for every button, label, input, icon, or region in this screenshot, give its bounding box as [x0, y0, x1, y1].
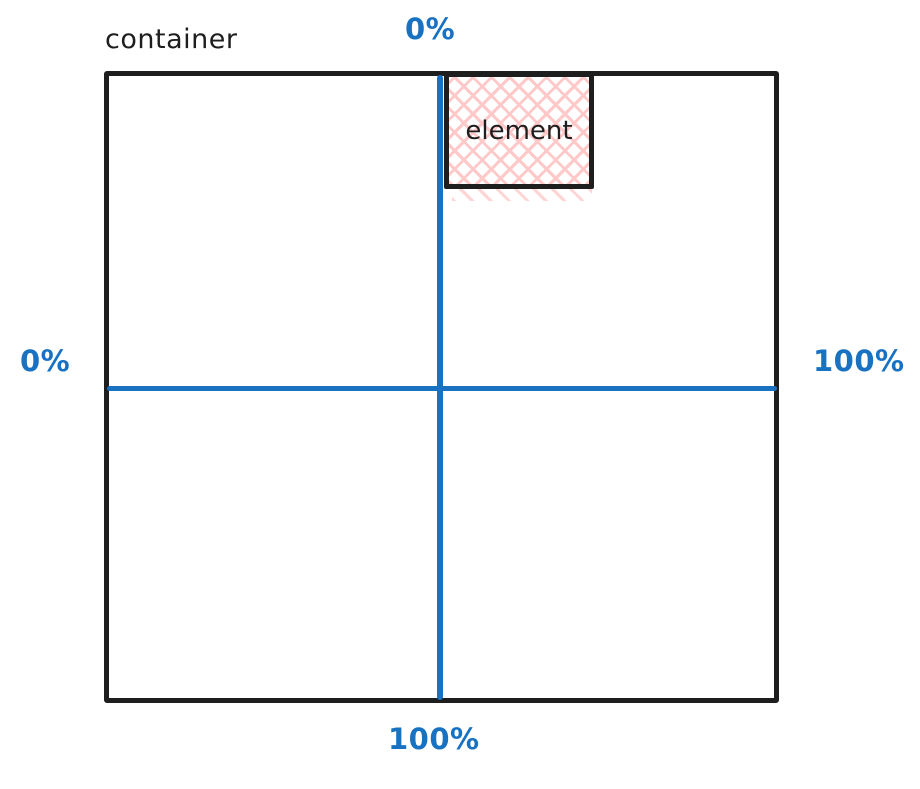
- horizontal-axis-line: [107, 386, 777, 391]
- vertical-axis-start-label: 0%: [405, 12, 456, 46]
- horizontal-axis-end-label: 100%: [813, 344, 905, 378]
- element-label: element: [465, 115, 573, 146]
- element-box: element: [444, 72, 594, 189]
- horizontal-axis-start-label: 0%: [20, 344, 71, 378]
- container-label: container: [105, 24, 238, 55]
- element-hatch-overflow: [452, 189, 592, 201]
- vertical-axis-end-label: 100%: [388, 722, 480, 756]
